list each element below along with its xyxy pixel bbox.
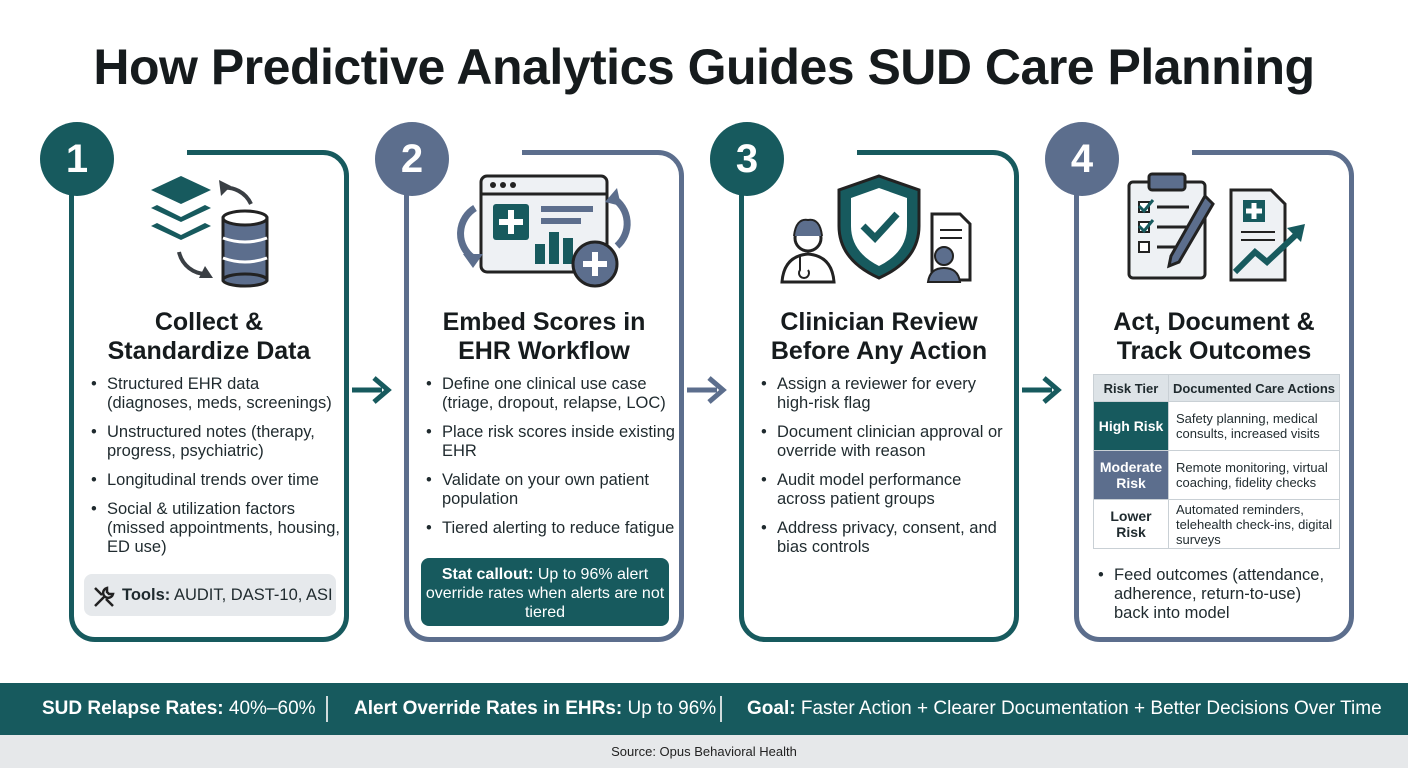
tier-cell: Lower Risk <box>1093 499 1169 549</box>
risk-tier-table: Risk Tier Documented Care Actions High R… <box>1093 374 1340 549</box>
wrench-icon <box>92 583 116 625</box>
step-title-3: Clinician Review Before Any Action <box>770 308 988 365</box>
table-row: Moderate Risk Remote monitoring, virtual… <box>1093 450 1340 500</box>
table-header: Documented Care Actions <box>1168 374 1340 402</box>
step-bullets-4: Feed outcomes (attendance, adherence, re… <box>1098 566 1336 633</box>
list-item: Define one clinical use case (triage, dr… <box>426 375 676 413</box>
actions-cell: Safety planning, medical consults, incre… <box>1168 401 1340 451</box>
stat-goal: Goal: Faster Action + Clearer Documentat… <box>747 698 1382 719</box>
list-item: Longitudinal trends over time <box>91 471 341 490</box>
step-title-2: Embed Scores in EHR Workflow <box>442 308 646 365</box>
list-item: Place risk scores inside existing EHR <box>426 423 676 461</box>
clinician-shield-icon <box>739 168 1019 298</box>
step-bullets-3: Assign a reviewer for every high-risk fl… <box>761 375 1011 567</box>
stats-bar: SUD Relapse Rates: 40%–60% Alert Overrid… <box>0 683 1408 735</box>
table-row: Lower Risk Automated reminders, teleheal… <box>1093 499 1340 549</box>
stat-override: Alert Override Rates in EHRs: Up to 96% <box>354 698 717 719</box>
actions-cell: Remote monitoring, virtual coaching, fid… <box>1168 450 1340 500</box>
tools-box: Tools: AUDIT, DAST-10, ASI <box>84 574 336 616</box>
arrow-right-icon <box>687 376 727 404</box>
arrow-right-icon <box>352 376 392 404</box>
list-item: Unstructured notes (therapy, progress, p… <box>91 423 341 461</box>
list-item: Feed outcomes (attendance, adherence, re… <box>1098 566 1336 623</box>
list-item: Social & utilization factors (missed app… <box>91 500 341 557</box>
list-item: Validate on your own patient population <box>426 471 676 509</box>
list-item: Audit model performance across patient g… <box>761 471 1011 509</box>
step-badge-1: 1 <box>40 122 114 196</box>
stat-relapse: SUD Relapse Rates: 40%–60% <box>42 698 316 719</box>
step-bullets-2: Define one clinical use case (triage, dr… <box>426 375 676 548</box>
step-bullets-1: Structured EHR data (diagnoses, meds, sc… <box>91 375 341 567</box>
tier-cell: High Risk <box>1093 401 1169 451</box>
stat-callout: Stat callout: Up to 96% alert override r… <box>421 558 669 626</box>
clipboard-outcomes-icon <box>1074 168 1354 298</box>
step-badge-4: 4 <box>1045 122 1119 196</box>
list-item: Assign a reviewer for every high-risk fl… <box>761 375 1011 413</box>
actions-cell: Automated reminders, telehealth check-in… <box>1168 499 1340 549</box>
list-item: Tiered alerting to reduce fatigue <box>426 519 676 538</box>
page-title: How Predictive Analytics Guides SUD Care… <box>93 39 1315 95</box>
ehr-dashboard-icon <box>404 168 684 298</box>
list-item: Address privacy, consent, and bias contr… <box>761 519 1011 557</box>
table-row: High Risk Safety planning, medical consu… <box>1093 401 1340 451</box>
source-note: Source: Opus Behavioral Health <box>0 735 1408 768</box>
list-item: Document clinician approval or override … <box>761 423 1011 461</box>
step-title-1: Collect & Standardize Data <box>107 308 311 365</box>
data-stack-database-icon <box>69 168 349 298</box>
tier-cell: Moderate Risk <box>1093 450 1169 500</box>
step-badge-2: 2 <box>375 122 449 196</box>
step-badge-3: 3 <box>710 122 784 196</box>
list-item: Structured EHR data (diagnoses, meds, sc… <box>91 375 341 413</box>
arrow-right-icon <box>1022 376 1062 404</box>
table-header: Risk Tier <box>1093 374 1169 402</box>
step-title-4: Act, Document & Track Outcomes <box>1113 308 1315 365</box>
